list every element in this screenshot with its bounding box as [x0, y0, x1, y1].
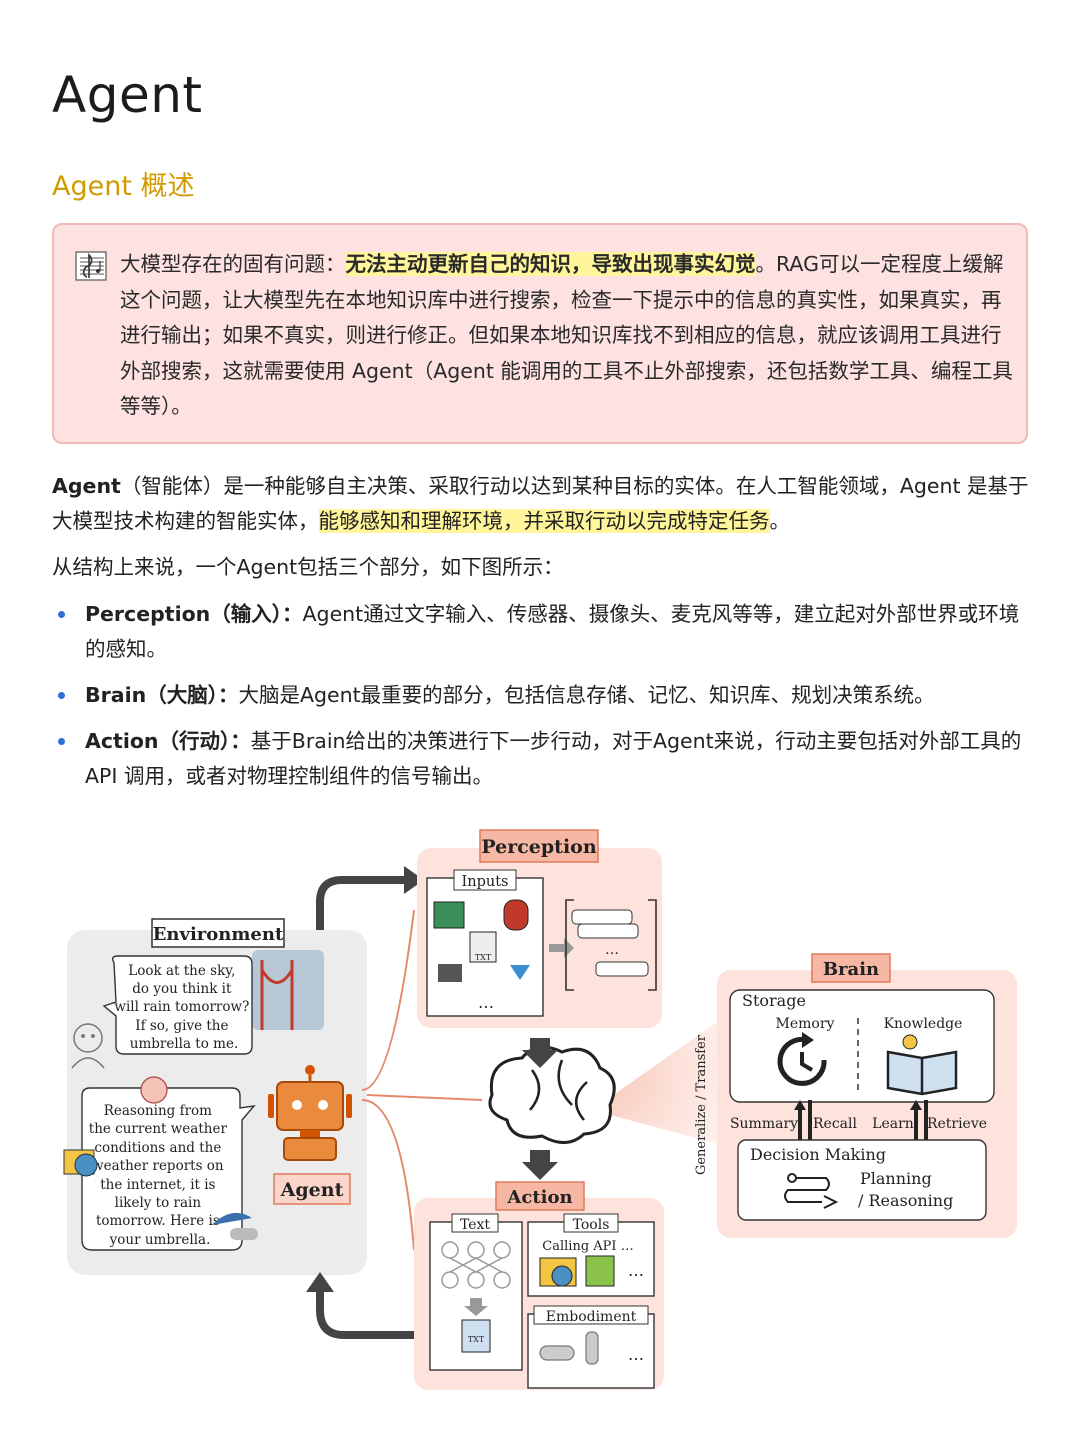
svg-text:Tools: Tools — [573, 1217, 610, 1233]
umbrella-icon — [212, 1212, 258, 1240]
brain-panel: Brain Generalize / Transfer Storage Memo… — [694, 953, 1017, 1238]
planning-path-icon — [784, 1173, 839, 1209]
svg-text:Recall: Recall — [813, 1116, 857, 1132]
svg-text:Reasoning from the curre: Reasoning from the current weather condi… — [89, 1103, 231, 1248]
list-item: Action（行动）：基于Brain给出的决策进行下一步行动，对于Agent来说… — [52, 724, 1032, 794]
svg-text:Generalize / Transfer: Generalize / Transfer — [694, 1034, 709, 1175]
svg-text:Perception: Perception — [481, 836, 596, 858]
brain-small-icon — [140, 1076, 168, 1104]
structure-intro: 从结构上来说，一个Agent包括三个部分，如下图所示： — [52, 555, 564, 579]
svg-text:…: … — [628, 1261, 644, 1280]
svg-text:…: … — [605, 942, 619, 958]
robot-arm-icon — [539, 1331, 599, 1365]
globe-icon — [63, 1149, 98, 1177]
environment-panel: Environment Look at the sky, do you thin… — [63, 918, 367, 1275]
svg-text:…: … — [478, 993, 494, 1012]
svg-text:Calling API …: Calling API … — [542, 1239, 633, 1254]
callout-box: 大模型存在的固有问题：无法主动更新自己的知识，导致出现事实幻觉。RAG可以一定程… — [52, 223, 1028, 444]
svg-text:Inputs: Inputs — [462, 874, 509, 890]
svg-text:Agent: Agent — [280, 1179, 344, 1201]
section-heading: Agent 概述 — [52, 171, 195, 202]
svg-text:/ Reasoning: / Reasoning — [858, 1191, 953, 1210]
memory-clock-icon — [777, 1032, 827, 1086]
svg-text:Embodiment: Embodiment — [546, 1309, 637, 1325]
callout-text: 大模型存在的固有问题：无法主动更新自己的知识，导致出现事实幻觉。RAG可以一定程… — [120, 252, 1013, 418]
perception-panel: Perception Inputs TXT … … — [417, 829, 662, 1028]
brain-icon — [488, 1045, 616, 1144]
agent-architecture-diagram: Environment Look at the sky, do you thin… — [63, 829, 1017, 1390]
list-item: Brain（大脑）：大脑是Agent最重要的部分，包括信息存储、记忆、知识库、规… — [52, 678, 1032, 713]
svg-text:Look at the sky, do you: Look at the sky, do you think it will ra… — [114, 963, 253, 1052]
svg-text:Learn: Learn — [872, 1116, 914, 1132]
intro-paragraph: Agent（智能体）是一种能够自主决策、采取行动以达到某种目标的实体。在人工智能… — [52, 474, 1029, 533]
svg-text:Brain: Brain — [823, 959, 879, 980]
person-icon — [71, 1023, 105, 1069]
svg-text:TXT: TXT — [475, 953, 492, 962]
svg-text:Environment: Environment — [153, 924, 284, 945]
svg-text:Memory: Memory — [776, 1016, 835, 1032]
svg-text:Text: Text — [460, 1217, 490, 1233]
page-title: Agent — [52, 66, 203, 124]
svg-text:Action: Action — [506, 1187, 572, 1208]
network-icon — [441, 1241, 511, 1289]
svg-text:TXT: TXT — [468, 1335, 485, 1344]
svg-text:Storage: Storage — [742, 991, 806, 1010]
robot-agent-icon — [268, 1065, 352, 1161]
svg-text:Knowledge: Knowledge — [884, 1016, 963, 1032]
svg-text:…: … — [628, 1345, 644, 1364]
music-score-icon — [75, 251, 107, 281]
svg-text:Retrieve: Retrieve — [927, 1116, 987, 1132]
svg-text:Planning: Planning — [860, 1169, 932, 1188]
list-item: Perception（输入）：Agent通过文字输入、传感器、摄像头、麦克风等等… — [52, 597, 1032, 667]
book-icon — [886, 1034, 958, 1096]
component-list: Perception（输入）：Agent通过文字输入、传感器、摄像头、麦克风等等… — [52, 597, 1032, 805]
svg-text:Decision Making: Decision Making — [750, 1145, 886, 1164]
svg-text:Summary: Summary — [730, 1116, 798, 1132]
action-panel: Action Text TXT Tools Calling API … … Em… — [414, 1181, 664, 1390]
